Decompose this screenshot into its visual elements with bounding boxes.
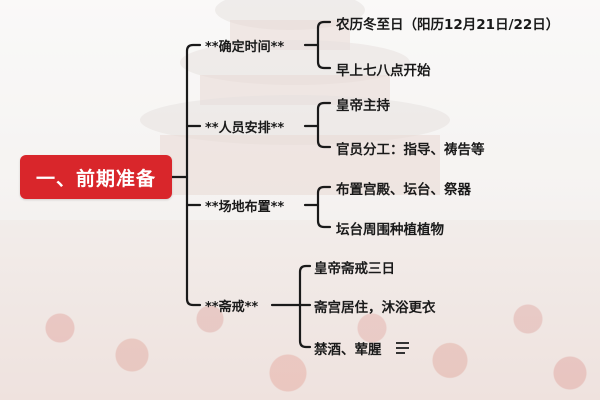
leaf-label: 皇帝主持 [336,98,390,114]
branch-4-bracket [298,264,312,349]
branch-label: **人员安排** [205,121,285,136]
branch-3-bracket [316,185,332,229]
branch-node-personnel[interactable]: **人员安排** [205,117,284,136]
branch-node-fasting[interactable]: **斋戒** [205,296,258,315]
leaf-label: 布置宫殿、坛台、祭器 [336,182,471,198]
branch-node-venue[interactable]: **场地布置** [205,196,284,215]
temple-tier-3 [160,135,440,195]
branch-1-bracket [316,20,332,70]
leaf-label: 斋宫居住，沐浴更衣 [314,300,436,316]
leaf-label: 官员分工：指导、祷告等 [336,142,485,158]
leaf-node[interactable]: 布置宫殿、坛台、祭器 [336,178,471,198]
leaf-node[interactable]: 农历冬至日（阳历12月21日/22日） [336,13,559,33]
branch-label: **场地布置** [205,200,285,215]
leaf-node[interactable]: 皇帝斋戒三日 [314,257,395,277]
branch-label: **确定时间** [205,40,285,55]
branch-label: **斋戒** [205,300,259,315]
leaf-label: 坛台周围种植植物 [336,222,444,238]
leaf-node[interactable]: 坛台周围种植植物 [336,218,444,238]
leaf-label: 农历冬至日（阳历12月21日/22日） [336,17,560,33]
main-trunk [185,43,202,307]
leaf-node[interactable]: 官员分工：指导、祷告等 [336,138,485,158]
leaf-node[interactable]: 早上七八点开始 [336,59,431,79]
menu-lines-icon[interactable] [396,342,409,357]
root-label: 一、前期准备 [35,167,156,190]
branch-node-time[interactable]: **确定时间** [205,36,284,55]
leaf-node[interactable]: 斋宫居住，沐浴更衣 [314,296,436,316]
branch-2-bracket [316,101,332,149]
leaf-label: 皇帝斋戒三日 [314,261,395,277]
root-node[interactable]: 一、前期准备 [20,155,172,199]
leaf-node[interactable]: 皇帝主持 [336,94,390,114]
leaf-label: 禁酒、荤腥 [314,342,382,358]
leaf-node[interactable]: 禁酒、荤腥 [314,338,382,358]
leaf-label: 早上七八点开始 [336,63,431,79]
